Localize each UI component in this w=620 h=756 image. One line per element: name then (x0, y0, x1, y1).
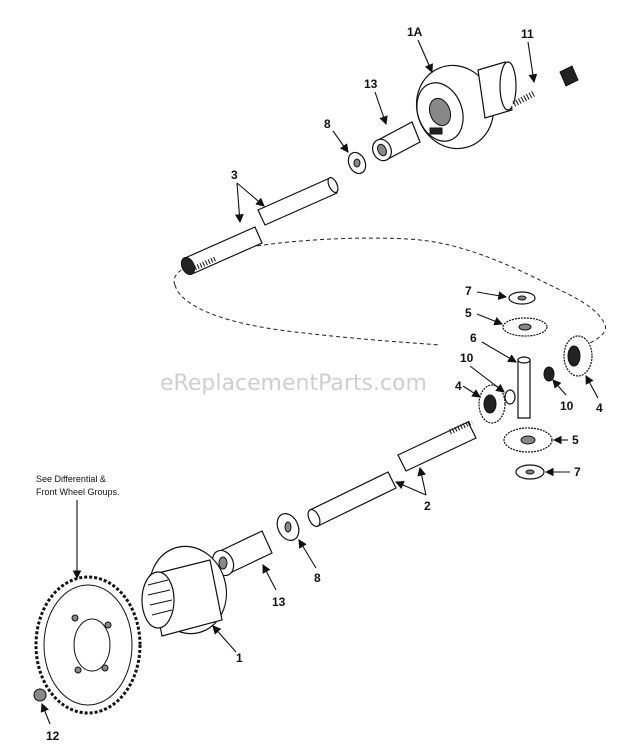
note-line-2: Front Wheel Groups. (36, 487, 120, 497)
nut-12 (33, 688, 47, 702)
callout-1a: 1A (407, 25, 423, 39)
hub-housing-1a (415, 61, 517, 150)
dashed-assembly-outline-lower (174, 284, 441, 346)
callout-5-top: 5 (465, 306, 472, 320)
washer-8-bottom (276, 513, 300, 541)
callout-1: 1 (236, 651, 243, 665)
callout-7-bottom: 7 (574, 465, 581, 479)
thrust-washer-7-top (508, 291, 536, 305)
cross-pin-6 (517, 356, 531, 419)
leader-lines (40, 39, 599, 725)
callout-5-bottom: 5 (572, 433, 579, 447)
callout-8-bottom: 8 (314, 571, 321, 585)
bolt-11 (511, 65, 579, 108)
spacer-tube-13-top (372, 121, 421, 162)
drive-sprocket (34, 575, 142, 715)
pinion-gear-4-left (478, 384, 506, 424)
axle-shaft-2 (307, 419, 477, 528)
callout-13-bottom: 13 (272, 595, 286, 609)
side-gear-5-top (502, 317, 548, 337)
callout-12: 12 (46, 729, 60, 743)
pinion-gear-4-right (563, 335, 593, 377)
callout-4-left: 4 (455, 379, 462, 393)
callout-7-top: 7 (465, 284, 472, 298)
callout-10-left: 10 (460, 351, 474, 365)
side-gear-5-bottom (503, 427, 553, 453)
callout-3: 3 (231, 168, 238, 182)
note-line-1: See Differential & (36, 474, 106, 484)
washer-8-top (347, 151, 367, 175)
hub-housing-1 (141, 545, 228, 637)
callout-6: 6 (470, 331, 477, 345)
callout-2: 2 (424, 499, 431, 513)
callout-11: 11 (521, 27, 534, 41)
callout-13-top: 13 (364, 77, 378, 91)
callout-8-top: 8 (324, 117, 331, 131)
washer-10-left (504, 389, 516, 405)
watermark: eReplacementParts.com (160, 371, 427, 396)
thrust-washer-7-bottom (515, 464, 545, 480)
callout-10-right: 10 (560, 399, 574, 413)
callout-4-right: 4 (596, 401, 603, 415)
washer-10-right (543, 366, 555, 382)
axle-shaft-3 (180, 176, 339, 276)
